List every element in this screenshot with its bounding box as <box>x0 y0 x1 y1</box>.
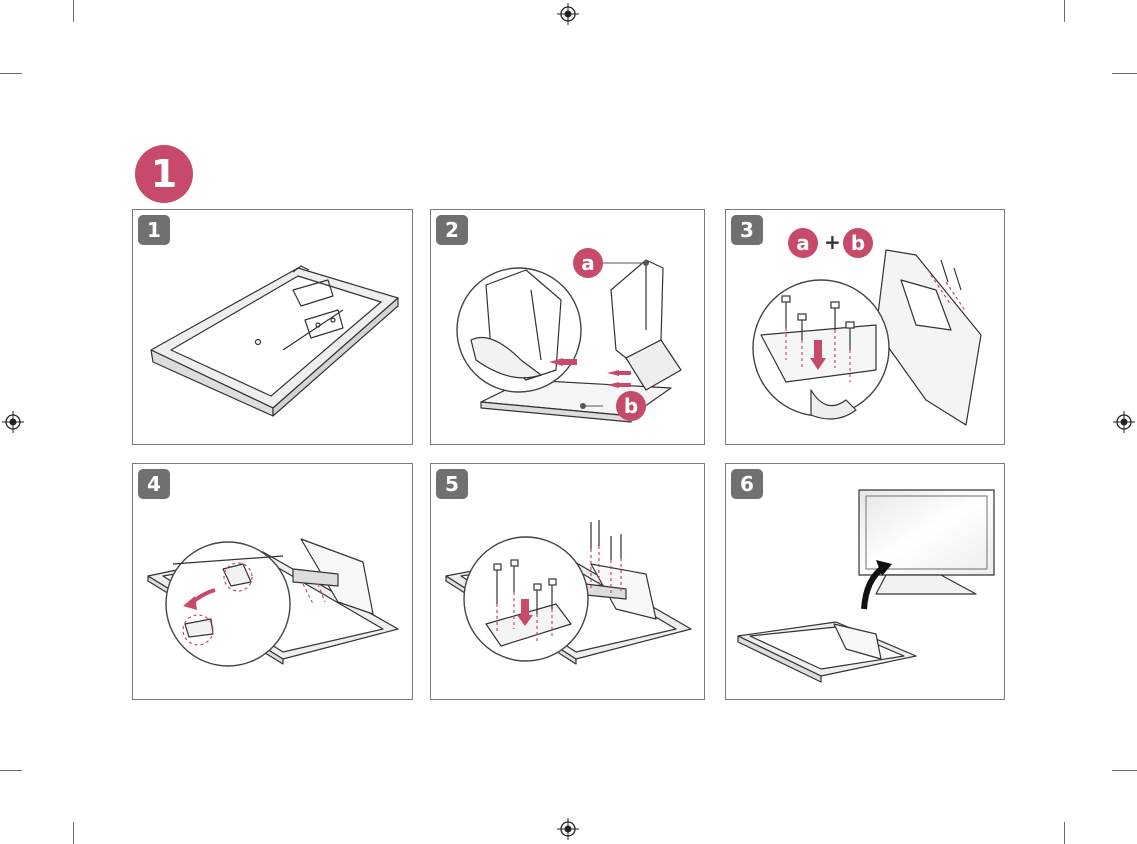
crop-mark-top-right-h <box>1112 73 1137 74</box>
part-label-b: b <box>843 228 873 258</box>
step-number-badge: 5 <box>436 469 468 499</box>
main-step-badge: 1 <box>135 145 193 203</box>
step-number-badge: 2 <box>436 215 468 245</box>
part-label-a: a <box>788 228 818 258</box>
crop-mark-top-right-v <box>1064 0 1065 22</box>
stand-screw-fastening-icon <box>445 520 692 665</box>
panel-step-1: 1 <box>132 209 413 445</box>
tv-stand-upright-icon <box>737 489 995 683</box>
step-number-badge: 3 <box>731 215 763 245</box>
part-label-b: b <box>616 391 646 421</box>
panel-step-6: 6 <box>725 463 1005 700</box>
tv-face-down-on-cushion-icon <box>150 265 399 417</box>
panel-step-2: 2 a b <box>430 209 705 445</box>
registration-mark-bottom-icon <box>557 818 579 840</box>
stand-screw-fastening-icon <box>752 249 982 426</box>
panel-step-4: 4 <box>132 463 413 700</box>
part-label-a: a <box>573 248 603 278</box>
crop-mark-bottom-left-h <box>0 770 22 771</box>
crop-mark-bottom-left-v <box>73 822 74 844</box>
crop-mark-top-left-h <box>0 73 22 74</box>
step-number-badge: 4 <box>138 469 170 499</box>
stand-body-insert-into-base-icon <box>456 259 682 423</box>
registration-mark-left-icon <box>2 411 24 433</box>
panel-step-3: 3 <box>725 209 1005 445</box>
crop-mark-bottom-right-h <box>1112 770 1137 771</box>
panel-step-5: 5 <box>430 463 705 700</box>
step-number-badge: 6 <box>731 469 763 499</box>
hook-hinge-rotation-icon <box>147 538 399 667</box>
step-number-badge: 1 <box>138 215 170 245</box>
plus-sign: + <box>824 230 841 254</box>
crop-mark-bottom-right-v <box>1064 822 1065 844</box>
registration-mark-top-icon <box>557 3 579 25</box>
registration-mark-right-icon <box>1113 411 1135 433</box>
crop-mark-top-left-v <box>73 0 74 22</box>
